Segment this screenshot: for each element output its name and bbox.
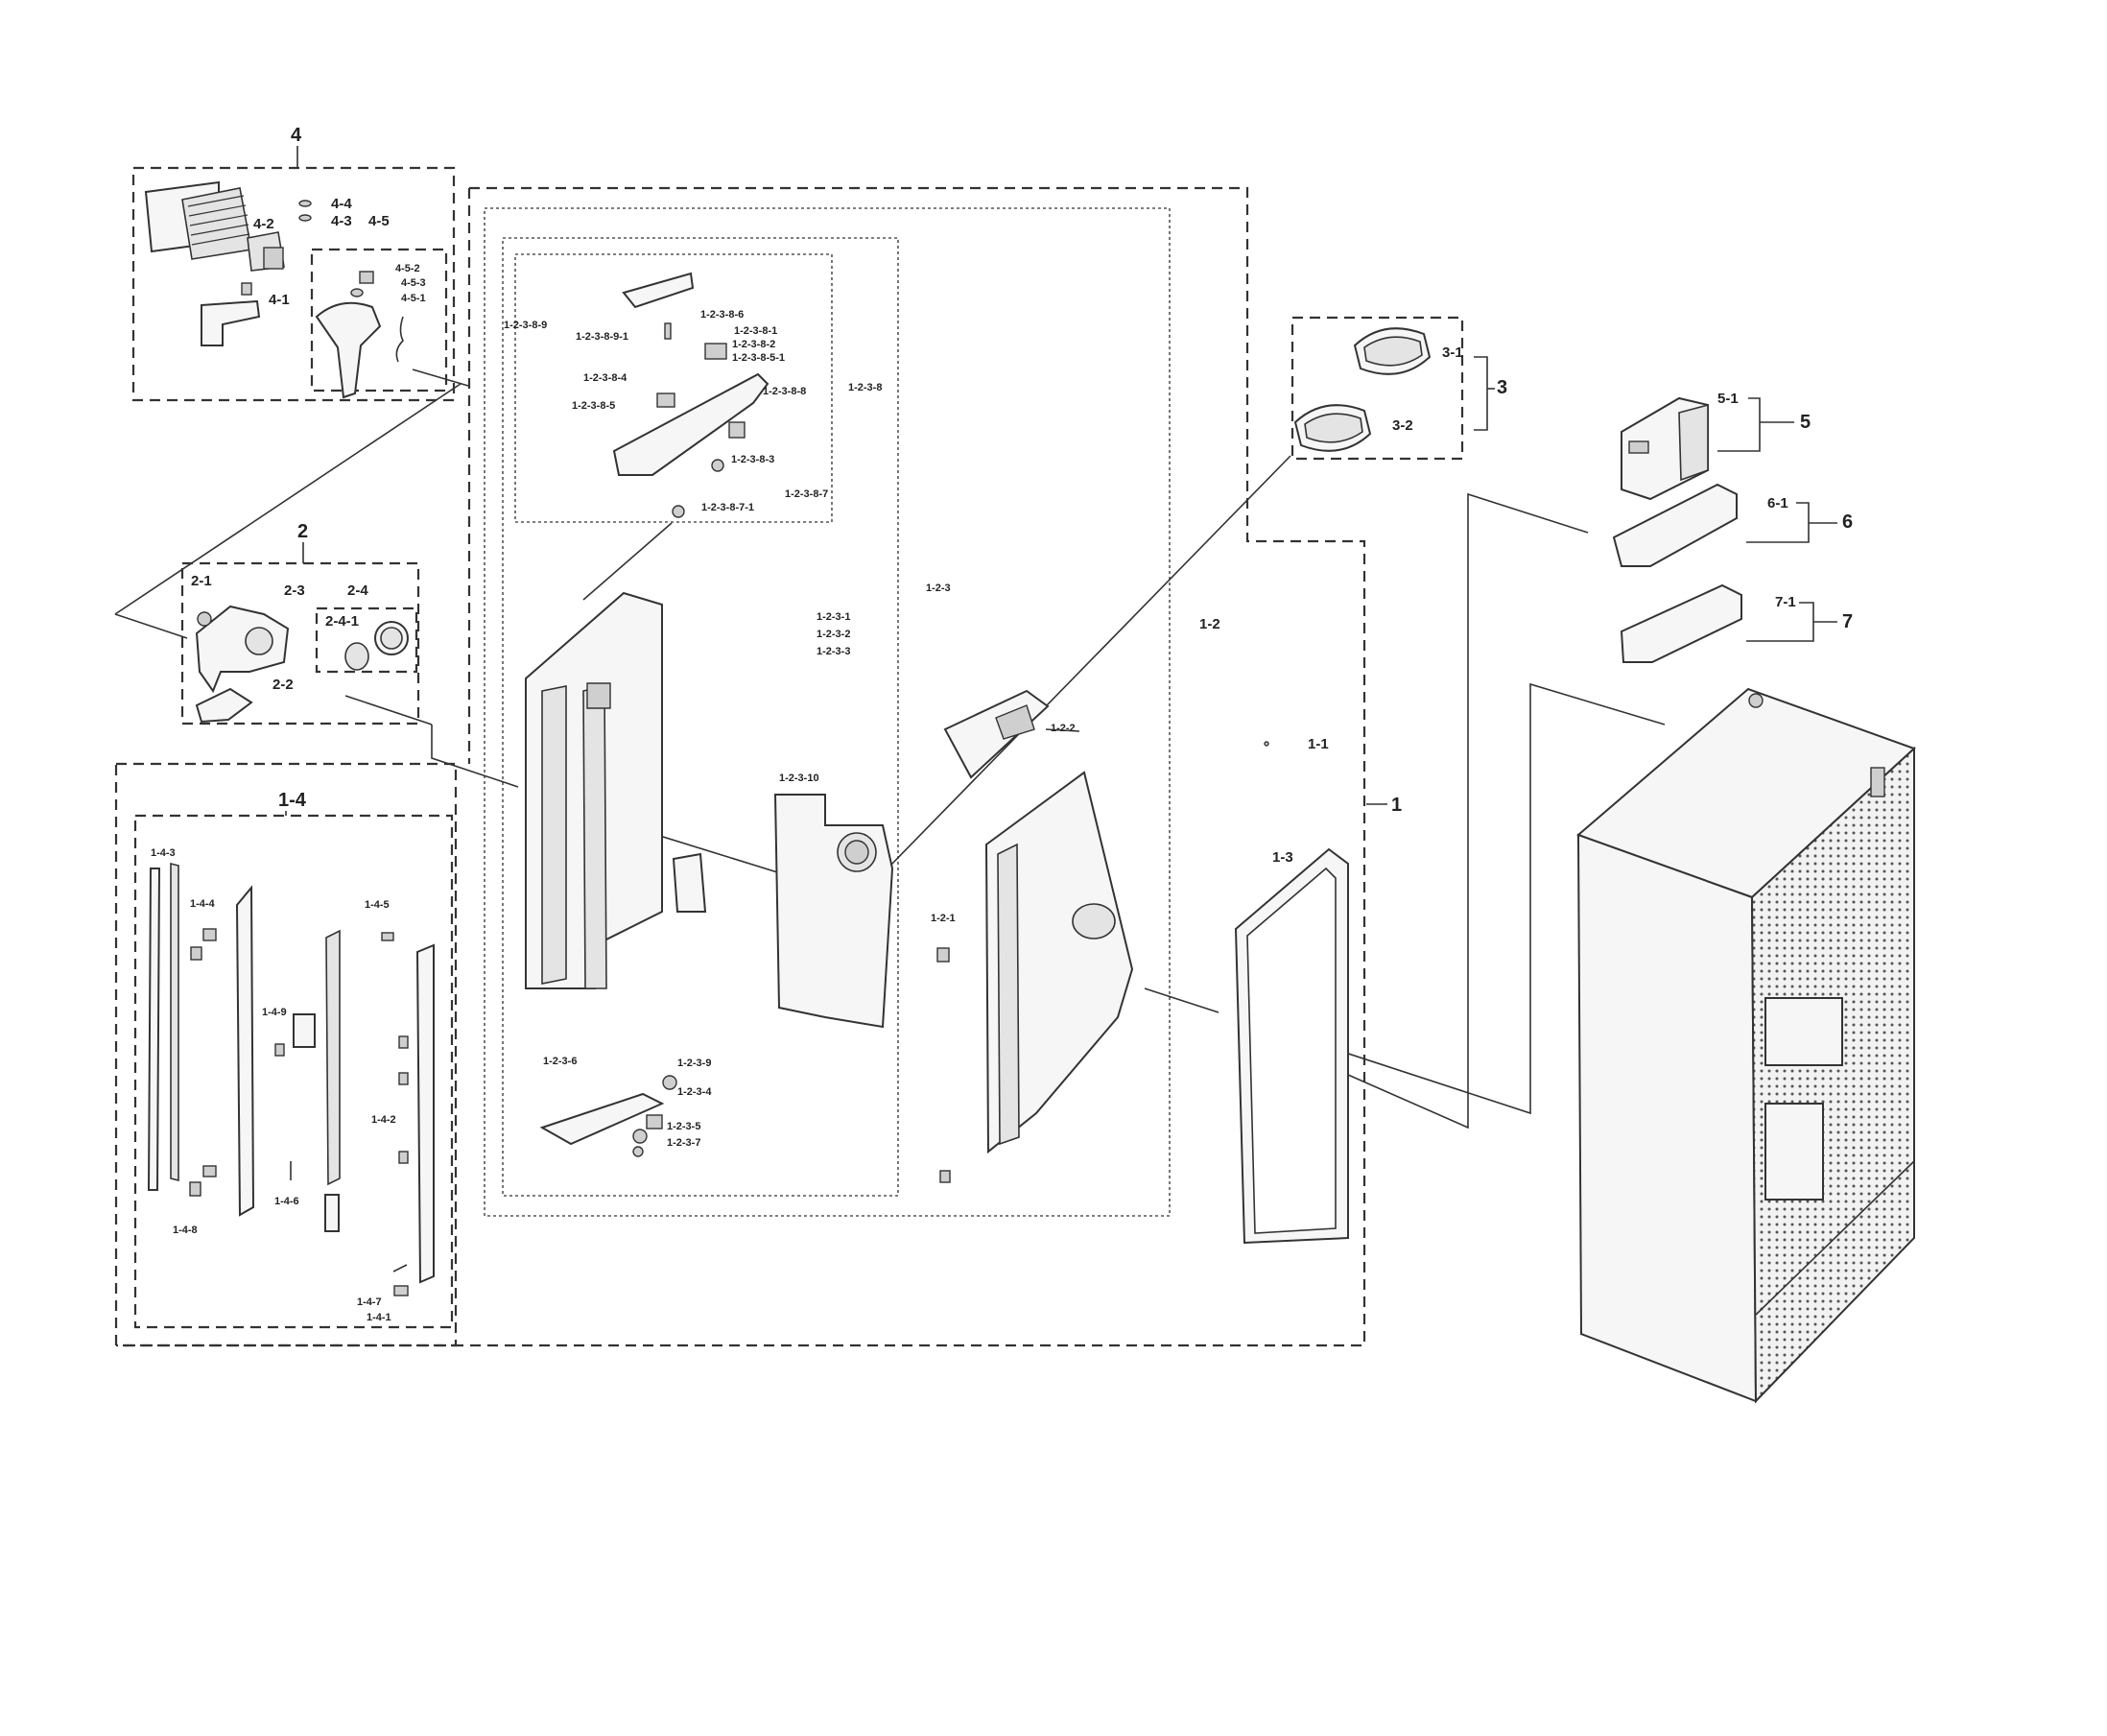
label-1-4-6: 1-4-6 [274, 1196, 299, 1207]
label-1-2-3-8-1: 1-2-3-8-1 [734, 325, 777, 337]
label-4-1: 4-1 [269, 292, 290, 308]
part-3-caps [1293, 327, 1432, 452]
label-1-3: 1-3 [1272, 849, 1293, 866]
label-2-2: 2-2 [272, 677, 294, 693]
part-1-3-gasket [1234, 847, 1349, 1245]
label-1-4-9: 1-4-9 [262, 1007, 287, 1018]
label-3-1: 3-1 [1442, 345, 1463, 361]
part-4-icemaker-assembly [144, 180, 404, 399]
label-1-2-3-8-8: 1-2-3-8-8 [763, 386, 806, 397]
label-1-4-3: 1-4-3 [151, 847, 176, 859]
part-1-2-3-door-liner [525, 591, 894, 1157]
label-1-4: 1-4 [278, 790, 307, 811]
label-4-2: 4-2 [253, 216, 274, 232]
label-1-4-2: 1-4-2 [371, 1114, 396, 1126]
group-box-1-2 [484, 207, 1171, 1217]
label-4-5-3: 4-5-3 [401, 277, 426, 289]
leader-lines [114, 369, 1666, 1130]
label-1-4-5: 1-4-5 [365, 899, 390, 911]
label-4-3: 4-3 [331, 213, 352, 229]
label-2-4-1: 2-4-1 [325, 613, 359, 630]
label-1-2-3-8-7-1: 1-2-3-8-7-1 [701, 502, 754, 513]
label-4-5-1: 4-5-1 [401, 293, 426, 304]
label-1-2-3-8-7: 1-2-3-8-7 [785, 488, 828, 500]
part-1-2-door-panel [936, 689, 1269, 1183]
group-box-1-4 [133, 814, 454, 1329]
group-box-1-2-3-8 [514, 253, 833, 523]
label-brackets [285, 146, 1837, 816]
label-1-2-3-3: 1-2-3-3 [817, 646, 850, 657]
label-1-2-3-8-5-1: 1-2-3-8-5-1 [732, 352, 785, 364]
label-1-2-3-9: 1-2-3-9 [677, 1058, 711, 1069]
part-6-shelf [1612, 483, 1738, 567]
label-2-3: 2-3 [284, 583, 305, 599]
label-6-1: 6-1 [1767, 495, 1788, 511]
part-1-4-trim-assembly [147, 862, 435, 1296]
part-7-shelf [1620, 583, 1742, 663]
label-1-1: 1-1 [1308, 736, 1329, 752]
label-1-2-3-7: 1-2-3-7 [667, 1137, 700, 1149]
part-2-dispenser-assembly [195, 605, 409, 724]
label-5-1: 5-1 [1717, 391, 1739, 407]
label-1-2-3-2: 1-2-3-2 [817, 629, 850, 640]
label-1-2-3: 1-2-3 [926, 583, 951, 594]
label-1-2-3-8-9-1: 1-2-3-8-9-1 [576, 331, 628, 343]
label-1-2-3-10: 1-2-3-10 [779, 773, 819, 784]
label-1-4-8: 1-4-8 [173, 1225, 198, 1236]
group-box-1-2-3 [502, 237, 899, 1197]
label-3: 3 [1497, 377, 1507, 398]
label-5: 5 [1800, 412, 1811, 433]
group-box-4 [131, 166, 456, 402]
label-1-2-3-1: 1-2-3-1 [817, 611, 850, 623]
label-7: 7 [1842, 611, 1853, 632]
part-1-2-3-8-control-assembly [612, 272, 769, 518]
callout-labels: 4 4-4 4-3 4-5 4-2 4-1 4-5-2 4-5-3 4-5-1 … [151, 125, 1853, 1323]
label-2-1: 2-1 [191, 573, 212, 589]
label-1-4-4: 1-4-4 [190, 898, 216, 910]
group-box-2-4-1 [315, 606, 418, 674]
label-1-2-3-8: 1-2-3-8 [848, 382, 882, 393]
label-7-1: 7-1 [1775, 594, 1796, 610]
label-1-2: 1-2 [1199, 616, 1220, 632]
label-1-2-3-8-2: 1-2-3-8-2 [732, 339, 775, 350]
label-1-2-3-8-6: 1-2-3-8-6 [700, 309, 744, 321]
label-1-2-1: 1-2-1 [931, 913, 956, 924]
label-3-2: 3-2 [1392, 417, 1413, 434]
label-1-2-3-6: 1-2-3-6 [543, 1056, 577, 1067]
label-1-2-3-5: 1-2-3-5 [667, 1121, 700, 1132]
label-1-2-2: 1-2-2 [1051, 723, 1076, 734]
label-1-2-3-8-9: 1-2-3-8-9 [504, 320, 547, 331]
label-4: 4 [291, 125, 302, 146]
label-2-4: 2-4 [347, 583, 368, 599]
label-1-4-1: 1-4-1 [367, 1312, 391, 1323]
label-2: 2 [297, 521, 308, 542]
label-1-4-7: 1-4-7 [357, 1296, 382, 1308]
label-1-2-3-8-5: 1-2-3-8-5 [572, 400, 615, 412]
group-box-1 [116, 186, 1366, 1347]
label-1: 1 [1391, 795, 1402, 816]
label-4-5: 4-5 [368, 213, 390, 229]
group-box-2 [180, 561, 420, 725]
label-1-2-3-8-3: 1-2-3-8-3 [731, 454, 774, 465]
label-1-2-3-4: 1-2-3-4 [677, 1086, 712, 1098]
label-4-4: 4-4 [331, 196, 352, 212]
part-5-bin [1621, 396, 1709, 501]
refrigerator-cabinet [1576, 687, 1916, 1404]
label-4-5-2: 4-5-2 [395, 263, 420, 274]
label-1-2-3-8-4: 1-2-3-8-4 [583, 372, 627, 384]
label-6: 6 [1842, 511, 1853, 533]
